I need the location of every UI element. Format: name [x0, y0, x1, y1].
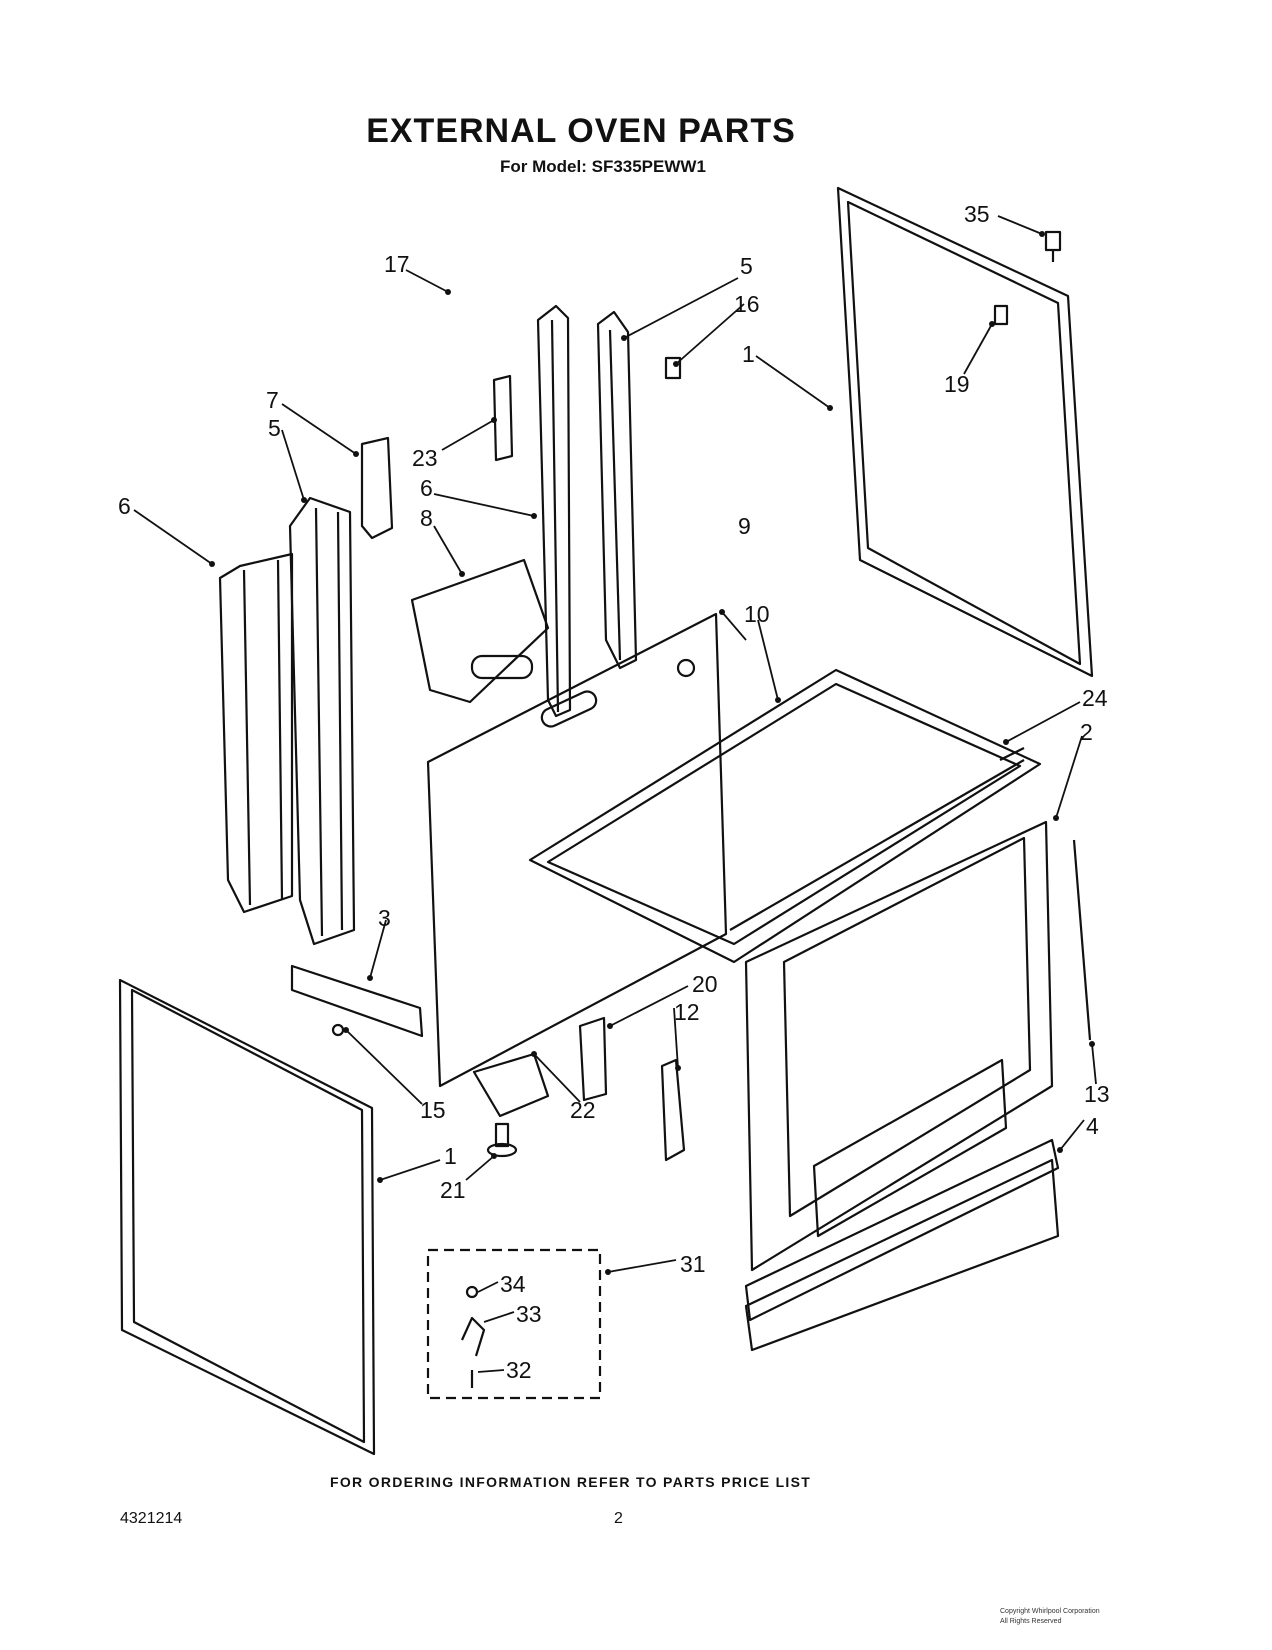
- kit-31-parts: [460, 1285, 486, 1388]
- callout-label: 5: [268, 415, 281, 441]
- base-bracket: [472, 1052, 550, 1118]
- hinge-12: [660, 1058, 686, 1162]
- kit-31-box: [426, 1248, 602, 1400]
- trim-24: [999, 747, 1025, 761]
- screw-35-part: [1044, 230, 1062, 262]
- callout-label: 31: [680, 1251, 706, 1277]
- callout-label: 34: [500, 1271, 526, 1297]
- callout-label: 1: [444, 1143, 457, 1169]
- callout-labels: 35 17 5 16 1 19 7 5 23 6 6 8 9 10 24 2 3…: [118, 201, 1110, 1383]
- screw-15-part: [331, 1023, 345, 1037]
- copyright-line-1: Copyright Whirlpool Corporation: [1000, 1608, 1100, 1615]
- callout-label: 32: [506, 1357, 532, 1383]
- callout-label: 9: [738, 513, 751, 539]
- seal-13: [1072, 839, 1092, 1041]
- rear-rail-5: [596, 310, 638, 670]
- page-number: 2: [614, 1510, 623, 1527]
- bracket-7: [360, 436, 394, 540]
- callout-label: 16: [734, 291, 760, 317]
- copyright-line-2: All Rights Reserved: [1000, 1618, 1062, 1625]
- ordering-note: FOR ORDERING INFORMATION REFER TO PARTS …: [330, 1474, 812, 1490]
- callout-label: 20: [692, 971, 718, 997]
- leveling-leg-21: [486, 1122, 518, 1158]
- left-rail-5: [288, 496, 356, 946]
- callout-label: 22: [570, 1097, 596, 1123]
- callout-label: 6: [118, 493, 131, 519]
- callout-label: 19: [944, 371, 970, 397]
- left-rail-6: [218, 552, 294, 914]
- callout-label: 12: [674, 999, 700, 1025]
- callout-label: 17: [384, 251, 410, 277]
- callout-label: 24: [1082, 685, 1108, 711]
- back-panel-9: [426, 612, 728, 1088]
- clip-16-part: [664, 356, 682, 380]
- callout-label: 5: [740, 253, 753, 279]
- callout-label: 8: [420, 505, 433, 531]
- callout-label: 33: [516, 1301, 542, 1327]
- callout-label: 21: [440, 1177, 466, 1203]
- clip-19-part: [993, 304, 1009, 326]
- bracket-3: [290, 964, 424, 1038]
- callout-label: 15: [420, 1097, 446, 1123]
- callout-label: 3: [378, 905, 391, 931]
- callout-label: 35: [964, 201, 990, 227]
- callout-label: 1: [742, 341, 755, 367]
- callout-label: 10: [744, 601, 770, 627]
- callout-label: 4: [1086, 1113, 1099, 1139]
- document-number: 4321214: [120, 1510, 183, 1527]
- arrowheads: [209, 231, 1095, 1275]
- bottom-trim-4: [744, 1138, 1060, 1352]
- callout-label: 6: [420, 475, 433, 501]
- callout-label: 23: [412, 445, 438, 471]
- model-subtitle: For Model: SF335PEWW1: [500, 157, 706, 176]
- rear-rail-6: [536, 304, 572, 718]
- callout-label: 2: [1080, 719, 1093, 745]
- front-frame-2: [744, 820, 1054, 1272]
- vent-duct-8: [410, 558, 550, 704]
- callout-label: 13: [1084, 1081, 1110, 1107]
- right-side-panel: [836, 186, 1094, 678]
- strip-23: [492, 374, 514, 462]
- page-title: EXTERNAL OVEN PARTS: [366, 112, 796, 150]
- top-panel-10: [528, 668, 1042, 964]
- callout-label: 7: [266, 387, 279, 413]
- bracket-20: [578, 1016, 608, 1102]
- left-side-panel: [118, 978, 376, 1456]
